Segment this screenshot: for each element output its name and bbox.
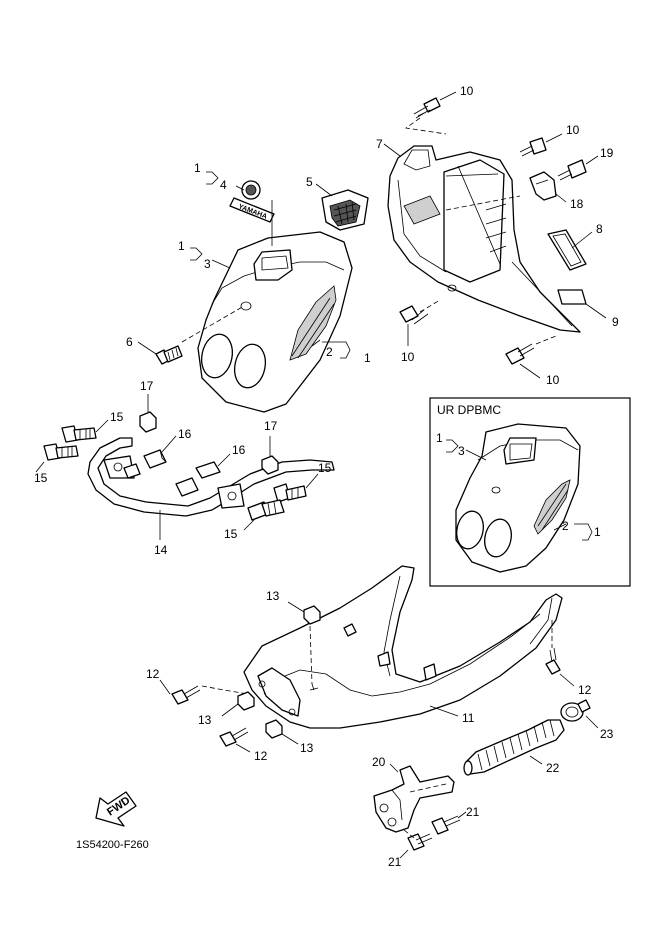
screw-part-12-left: [159, 679, 249, 705]
callout-1-cover: 1: [178, 239, 185, 253]
callout-10-lower-right: 10: [546, 373, 560, 387]
leader-bracket-1c: [322, 341, 351, 359]
screw-part-21-right: [431, 811, 467, 835]
callout-3: 3: [204, 257, 211, 271]
leader-3: [211, 259, 231, 269]
callout-9: 9: [612, 315, 619, 329]
spacer-part-16-right: [195, 453, 231, 479]
screw-part-21-lower: [399, 829, 433, 859]
bolt-part-15-right: [273, 473, 319, 503]
callout-8: 8: [596, 222, 603, 236]
callout-1-emblem: 1: [194, 161, 201, 175]
callout-21-lower: 21: [388, 855, 402, 869]
screw-part-10-top: [404, 91, 457, 135]
callout-10-lower-left: 10: [401, 350, 415, 364]
callout-2: 2: [326, 345, 333, 359]
fwd-arrow-icon: FWD: [95, 791, 137, 827]
lower-cover-part-11: [243, 565, 563, 729]
callout-4: 4: [220, 178, 227, 192]
pad-part-8: [547, 229, 587, 271]
callout-20: 20: [372, 755, 386, 769]
callout-14: 14: [154, 543, 168, 557]
collar-part-17-left: [139, 394, 157, 433]
pad-part-9: [557, 289, 587, 305]
leader-4: [235, 185, 245, 191]
leader-bracket-ins1a: [446, 439, 459, 453]
callout-13-top: 13: [266, 589, 280, 603]
callout-15-right: 15: [318, 461, 332, 475]
callout-18: 18: [570, 197, 584, 211]
inset-callout-1-right: 1: [594, 525, 601, 539]
leader-bracket-ins1b: [574, 523, 593, 541]
inset-callout-3: 3: [458, 444, 465, 458]
bolt-part-15-lower: [243, 499, 285, 531]
collar-part-13-top: [287, 601, 321, 625]
collar-part-13-left: [221, 691, 255, 717]
collar-part-13-lower: [265, 719, 299, 745]
callout-7: 7: [376, 137, 383, 151]
callout-16-left: 16: [178, 427, 192, 441]
screw-part-10-lower-left: [399, 299, 441, 346]
screw-part-12-lower: [219, 727, 251, 753]
callout-5: 5: [306, 175, 313, 189]
screw-part-19: [557, 155, 599, 181]
screw-part-10-lower-right: [505, 335, 557, 379]
callout-17-right: 17: [264, 419, 278, 433]
leader-9: [585, 303, 607, 319]
callout-16-right: 16: [232, 443, 246, 457]
callout-13-lower: 13: [300, 741, 314, 755]
screw-part-12-right: [545, 647, 575, 687]
inset-box: UR DPBMC: [429, 397, 631, 587]
callout-12-right: 12: [578, 683, 592, 697]
callout-22: 22: [546, 761, 560, 775]
inset-title: UR DPBMC: [437, 403, 501, 417]
leader-8: [571, 231, 593, 249]
callout-1-lens: 1: [364, 351, 371, 365]
callout-15-lower: 15: [224, 527, 238, 541]
callout-10-top: 10: [460, 84, 474, 98]
leader-2: [311, 339, 321, 347]
bolt-part-15-lower-left: [35, 443, 79, 473]
spacer-part-16-left: [143, 435, 177, 469]
washer-part-16-left: [123, 463, 141, 479]
callout-6: 6: [126, 335, 133, 349]
callout-13-left: 13: [198, 713, 212, 727]
callout-19: 19: [600, 146, 614, 160]
clamp-part-23: [560, 699, 599, 729]
leader-bracket-1a: [206, 171, 219, 185]
inner-panel-part-7: [387, 145, 581, 333]
spacer-part-16-lower: [175, 477, 199, 497]
bracket-part-20: [373, 763, 455, 833]
callout-12-left: 12: [146, 667, 160, 681]
leader-bracket-1b: [190, 247, 203, 261]
bolt-part-6: [137, 341, 183, 365]
callout-23: 23: [600, 727, 614, 741]
callout-17-left: 17: [140, 379, 154, 393]
screw-part-10-upper-right: [519, 133, 563, 157]
callout-15-lower-left: 15: [34, 471, 48, 485]
collar-part-17-right: [261, 436, 279, 475]
leader-ins3: [465, 449, 487, 461]
emblem-part-4: YAMAHA: [229, 180, 275, 246]
callout-12-lower: 12: [254, 749, 268, 763]
inset-callout-2: 2: [562, 519, 569, 533]
callout-21-right: 21: [466, 805, 480, 819]
callout-15-upper-left: 15: [110, 410, 124, 424]
leader-ins2: [553, 523, 567, 531]
leader-7: [383, 143, 401, 157]
clip-part-18: [529, 171, 557, 201]
bolt-part-15-upper-left: [61, 419, 109, 443]
inset-callout-1-top: 1: [436, 431, 443, 445]
callout-10-upper-right: 10: [566, 123, 580, 137]
grille-part-5: [315, 183, 369, 231]
hose-part-22: [463, 719, 565, 776]
leader-18: [555, 193, 567, 203]
front-cover-part-3: [181, 231, 353, 413]
catalog-code: 1S54200-F260: [76, 839, 149, 851]
callout-11: 11: [462, 711, 475, 725]
